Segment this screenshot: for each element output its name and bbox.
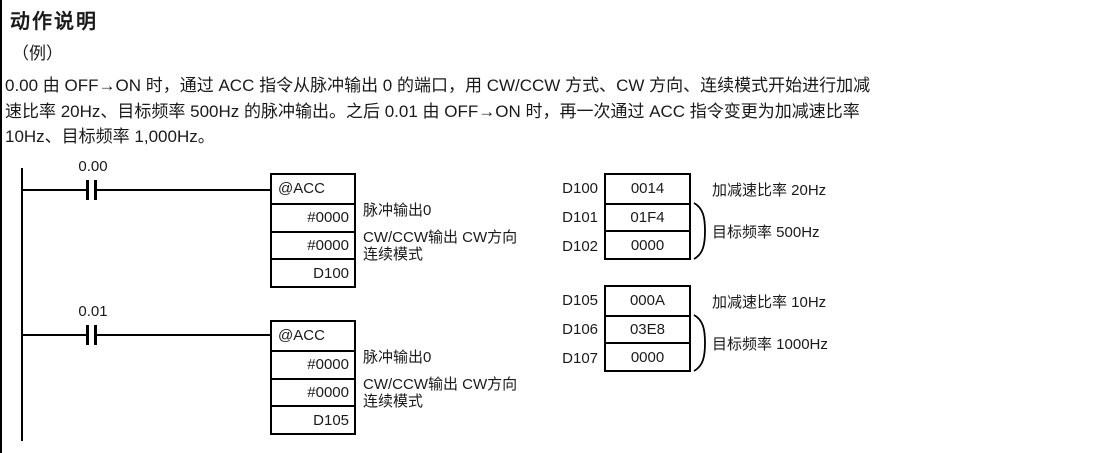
no-contact-icon [86,325,89,345]
dm-address: D100 [562,180,598,197]
rung-line [97,334,270,336]
dm-note: 目标频率 1000Hz [712,336,828,353]
rung-line [21,189,87,191]
group-brace [693,314,708,372]
paragraph-line: 速比率 20Hz、目标频率 500Hz 的脉冲输出。之后 0.01 由 OFF→… [5,101,860,121]
rung-line [21,334,87,336]
no-contact-icon [94,325,97,345]
paragraph-line: 10Hz、目标频率 1,000Hz。 [5,127,215,146]
dm-address: D105 [562,292,598,309]
dm-note: 目标频率 500Hz [712,224,820,241]
example-label: （例） [12,44,63,63]
operand-note-line: CW/CCW输出 CW方向 [363,376,518,393]
contact-label: 0.00 [78,158,108,175]
operand-note: 脉冲输出0 [363,349,432,366]
dm-value: 0000 [606,342,689,370]
group-brace [693,202,708,260]
dm-address: D106 [562,321,598,338]
rung-line [97,189,270,191]
dm-value: 0000 [606,230,689,258]
instruction-operand: #0000 [272,230,354,259]
dm-address: D102 [562,238,598,255]
acc-instruction-block: @ACC #0000 #0000 D105 [270,320,356,435]
operand-note: 脉冲输出0 [363,202,432,219]
no-contact-icon [94,180,97,200]
paragraph-line: 0.00 由 OFF→ON 时，通过 ACC 指令从脉冲输出 0 的端口，用 C… [5,76,871,95]
dm-address: D107 [562,350,598,367]
ladder-bus-bar [21,168,23,441]
instruction-operand: #0000 [272,377,354,406]
page-title: 动作说明 [10,11,98,33]
dm-note: 加减速比率 20Hz [712,182,827,199]
description-paragraph: 0.00 由 OFF→ON 时，通过 ACC 指令从脉冲输出 0 的端口，用 C… [5,73,1111,150]
page-left-border-line [0,0,2,453]
no-contact-icon [86,180,89,200]
dm-note: 加减速比率 10Hz [712,294,827,311]
instruction-mnemonic: @ACC [278,180,325,198]
dm-value: 01F4 [606,202,689,231]
operand-note: CW/CCW输出 CW方向 连续模式 [363,229,518,263]
dm-value: 000A [629,292,666,310]
dm-value-table: 000A 03E8 0000 [604,285,691,372]
operand-note-line: 连续模式 [363,245,424,263]
dm-value-table: 0014 01F4 0000 [604,173,691,260]
operand-note-line: CW/CCW输出 CW方向 [363,229,518,246]
instruction-operand: D105 [272,405,354,433]
dm-value: 0014 [630,180,665,198]
dm-address: D101 [562,209,598,226]
acc-instruction-block: @ACC #0000 #0000 D100 [270,173,356,288]
operand-note-line: 连续模式 [363,392,424,410]
dm-value: 03E8 [606,314,689,343]
operand-note: CW/CCW输出 CW方向 连续模式 [363,376,518,410]
instruction-mnemonic: @ACC [278,327,325,345]
instruction-operand: #0000 [272,202,354,231]
instruction-operand: #0000 [272,349,354,378]
instruction-operand: D100 [272,258,354,286]
contact-label: 0.01 [78,303,108,320]
